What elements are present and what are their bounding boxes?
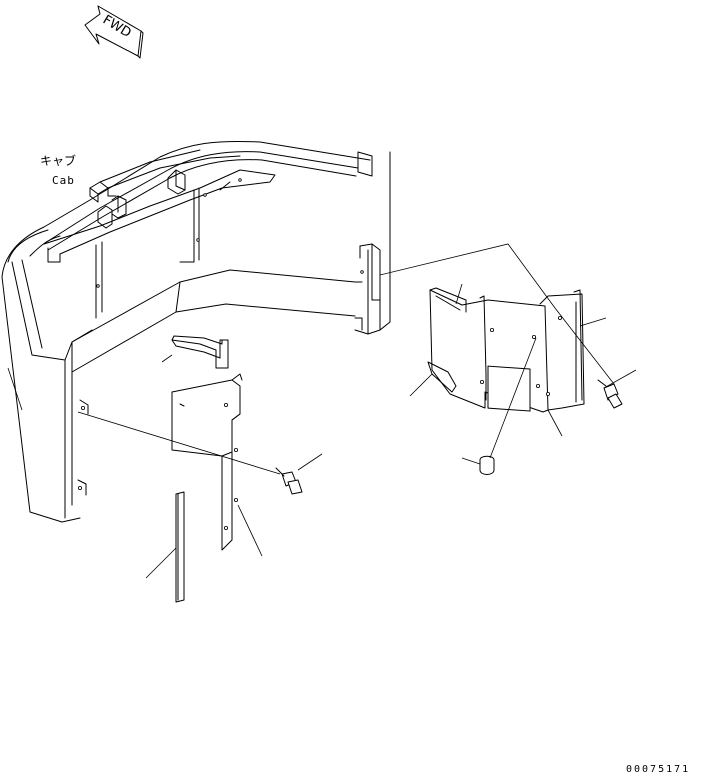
clip-icon [479,455,495,475]
part-code: 00075171 [626,764,690,775]
cab-label-jp: キャブ [40,153,76,168]
bracket-part [171,335,229,369]
leader-lines [7,243,637,579]
cab-frame [1,140,391,523]
lower-cover-plate [171,373,243,551]
cab-label-en: Cab [52,174,75,187]
fwd-arrow-icon: FWD [84,5,144,59]
right-cover-panel [427,287,585,413]
seal-strip [175,491,185,603]
bolt-center-icon [275,467,303,495]
bolt-icon [597,379,623,409]
